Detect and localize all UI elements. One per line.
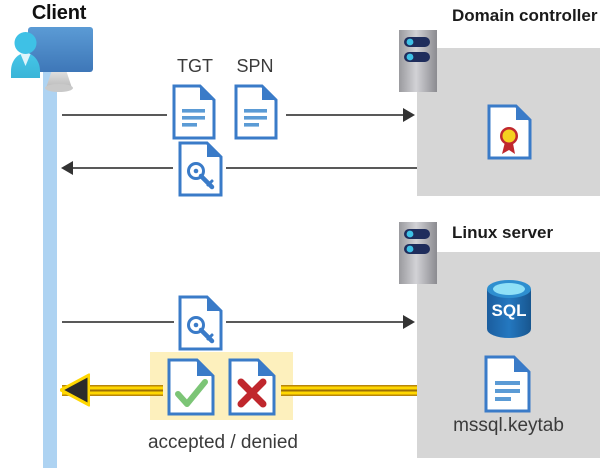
message-line-ticket-left	[73, 167, 173, 169]
message-arrowhead-request	[403, 108, 415, 122]
denied-document-cross-icon	[228, 358, 280, 421]
certificate-document-icon	[487, 104, 532, 165]
spn-document-icon	[234, 84, 278, 145]
linux-server-server-icon	[399, 222, 437, 289]
sql-database-label: SQL	[492, 301, 527, 320]
keytab-document-icon	[484, 355, 532, 418]
accepted-document-check-icon	[167, 358, 219, 421]
keytab-filename-label: mssql.keytab	[453, 415, 564, 436]
message-arrowhead-present	[403, 315, 415, 329]
spn-label: SPN	[236, 56, 274, 76]
message-line-request-right	[286, 114, 403, 116]
message-arrowhead-ticket	[61, 161, 73, 175]
message-line-present-right	[226, 321, 403, 323]
verdict-label: accepted / denied	[147, 432, 298, 453]
sql-database-icon: SQL	[484, 279, 534, 344]
message-line-request-left	[62, 114, 167, 116]
domain-controller-title: Domain controller	[452, 6, 598, 25]
domain-controller-server-icon	[399, 30, 437, 97]
present-ticket-key-document-icon	[178, 295, 224, 356]
tgt-document-icon	[172, 84, 216, 145]
message-line-ticket-right	[226, 167, 417, 169]
result-gold-arrowhead	[59, 373, 91, 407]
result-gold-arrow-left	[62, 385, 163, 396]
service-ticket-key-document-icon	[178, 141, 224, 202]
client-computer-user-icon	[8, 26, 108, 98]
client-lifeline	[43, 70, 57, 468]
result-gold-arrow-right	[281, 385, 417, 396]
client-label: Client	[31, 2, 87, 24]
message-line-present-left	[62, 321, 174, 323]
tgt-label: TGT	[177, 56, 213, 76]
